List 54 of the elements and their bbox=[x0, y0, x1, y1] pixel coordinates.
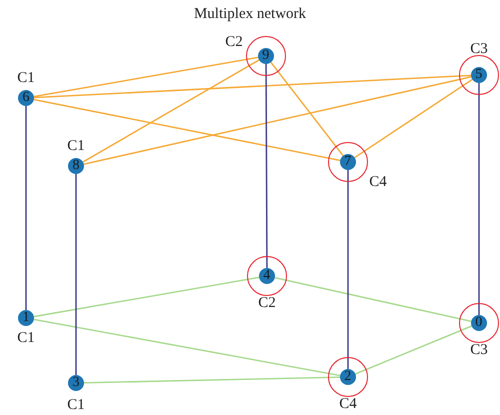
network-node bbox=[258, 268, 275, 284]
network-node bbox=[470, 314, 487, 331]
node-label: 2 bbox=[344, 370, 352, 384]
community-label: C2 bbox=[258, 296, 276, 311]
highlight-ring bbox=[247, 256, 287, 296]
node-label: 4 bbox=[263, 268, 270, 283]
network-node bbox=[68, 158, 84, 174]
network-node bbox=[340, 154, 356, 170]
network-node bbox=[18, 310, 34, 326]
community-label: C1 bbox=[67, 398, 85, 413]
node-label: 6 bbox=[22, 91, 30, 105]
network-node bbox=[68, 375, 84, 391]
node-label: 5 bbox=[475, 68, 482, 82]
node-label: 0 bbox=[475, 316, 482, 330]
connector-line bbox=[34, 276, 260, 318]
highlight-ring bbox=[328, 357, 368, 397]
network-node bbox=[470, 66, 487, 83]
highlight-ring bbox=[246, 36, 286, 76]
community-label: C2 bbox=[225, 35, 243, 50]
connector-line bbox=[84, 76, 472, 165]
connector-line bbox=[75, 174, 77, 375]
community-label: C3 bbox=[470, 343, 488, 358]
connector-line bbox=[355, 325, 472, 375]
connector-line bbox=[270, 62, 344, 156]
node-label: 9 bbox=[262, 48, 270, 63]
highlight-ring bbox=[459, 55, 499, 95]
node-label: 8 bbox=[72, 159, 80, 173]
connector-line bbox=[354, 78, 473, 158]
community-label: C1 bbox=[67, 139, 85, 154]
connector-line bbox=[34, 98, 340, 162]
connector-line bbox=[34, 74, 472, 98]
node-label: 3 bbox=[72, 376, 80, 390]
connector-line bbox=[34, 56, 258, 98]
connector-line bbox=[25, 106, 27, 310]
community-label: C1 bbox=[17, 71, 35, 86]
community-label: C1 bbox=[17, 331, 35, 346]
community-label: C4 bbox=[369, 175, 387, 190]
node-label: 7 bbox=[344, 154, 352, 169]
connector-line bbox=[478, 83, 480, 315]
community-label: C3 bbox=[470, 42, 488, 57]
network-node bbox=[258, 48, 274, 64]
connector-line bbox=[34, 318, 340, 376]
community-label: C4 bbox=[339, 397, 357, 412]
network-node bbox=[340, 368, 356, 385]
highlight-ring bbox=[328, 142, 368, 182]
network-node bbox=[18, 90, 34, 106]
connector-line bbox=[274, 277, 472, 322]
connector-line bbox=[84, 376, 340, 384]
node-label: 1 bbox=[22, 311, 30, 325]
connector-line bbox=[347, 170, 349, 369]
connector-line bbox=[82, 59, 260, 163]
chart-title: Multiplex network bbox=[192, 6, 308, 23]
connector-line bbox=[265, 64, 268, 268]
highlight-ring bbox=[459, 303, 499, 343]
